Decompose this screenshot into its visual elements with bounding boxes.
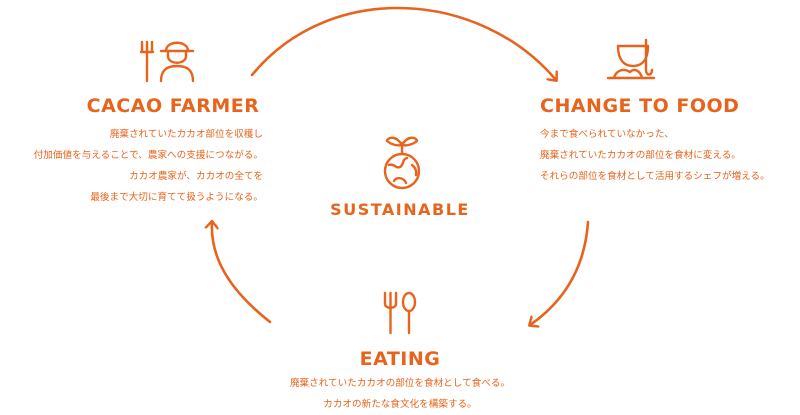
food-desc-line: それらの部位を食材として活用するシェフが増える。 (540, 171, 770, 182)
chef-pot-icon (604, 36, 662, 86)
farmer-title: CACAO FARMER (86, 95, 260, 117)
farmer-desc-line: 廃棄されていたカカオ部位を収穫し (109, 129, 263, 140)
eating-description: 廃棄されていたカカオの部位を食材として食べる。 カカオの新たな食文化を構築する。 (200, 373, 600, 415)
arrow-food-to-eating (530, 220, 590, 325)
eating-title: EATING (359, 348, 441, 370)
eating-desc-line: カカオの新たな食文化を構築する。 (323, 399, 477, 410)
sustainable-label: SUSTAINABLE (330, 200, 470, 219)
food-desc-line: 今まで食べられていなかった、 (540, 129, 675, 140)
arrow-farmer-to-food (250, 6, 556, 80)
farmer-desc-line: カカオ農家が、カカオの全てを (129, 171, 263, 182)
eating-desc-line: 廃棄されていたカカオの部位を食材として食べる。 (289, 378, 511, 389)
food-desc-line: 廃棄されていたカカオの部位を食材に変える。 (540, 150, 741, 161)
arrow-eating-to-farmer (212, 222, 272, 324)
farmer-description: 廃棄されていたカカオ部位を収穫し 付加価値を与えることで、農家への支援につながる… (34, 124, 263, 208)
food-description: 今まで食べられていなかった、 廃棄されていたカカオの部位を食材に変える。 それら… (540, 124, 770, 187)
fork-and-spoon-icon (380, 290, 420, 340)
farmer-with-pitchfork-icon (137, 38, 199, 88)
food-title: CHANGE TO FOOD (540, 95, 740, 117)
farmer-desc-line: 最後まで大切に育てて扱うようになる。 (90, 192, 263, 203)
sprouting-globe-icon (382, 133, 422, 195)
farmer-desc-line: 付加価値を与えることで、農家への支援につながる。 (33, 150, 263, 161)
